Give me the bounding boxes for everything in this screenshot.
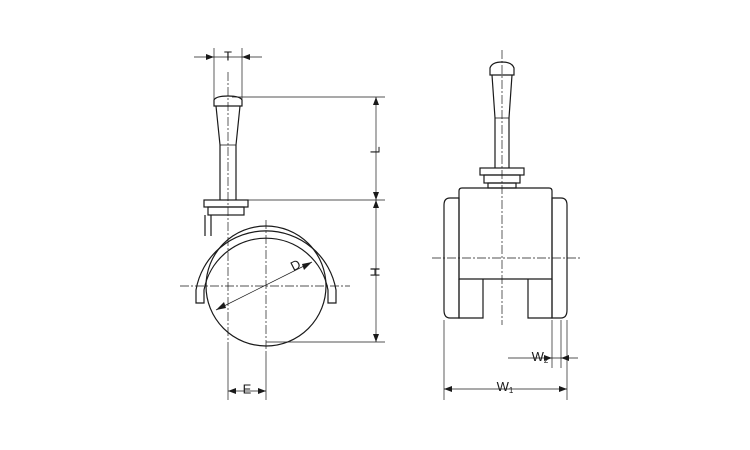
label-d: D bbox=[288, 256, 303, 274]
dimension-l: L bbox=[232, 96, 385, 201]
dimension-w2: W2 bbox=[508, 320, 578, 368]
side-hood bbox=[195, 230, 337, 304]
front-leg-right bbox=[527, 279, 553, 319]
front-wheel-right bbox=[551, 197, 568, 319]
dimension-h: H bbox=[266, 200, 385, 343]
side-fork-neck bbox=[204, 215, 212, 236]
label-w2: W2 bbox=[532, 349, 549, 365]
label-t: T bbox=[224, 48, 232, 63]
label-h: H bbox=[367, 267, 382, 276]
front-view bbox=[432, 50, 580, 325]
dimension-w1: W1 bbox=[443, 320, 568, 400]
side-collar bbox=[203, 199, 249, 208]
label-e: E bbox=[243, 381, 252, 396]
front-housing bbox=[458, 187, 553, 280]
label-l: L bbox=[367, 146, 382, 153]
dimension-e: E bbox=[227, 350, 267, 400]
label-w1: W1 bbox=[497, 379, 514, 395]
front-leg-left bbox=[458, 279, 484, 319]
dimension-t: T bbox=[194, 48, 262, 100]
side-view bbox=[180, 72, 350, 352]
